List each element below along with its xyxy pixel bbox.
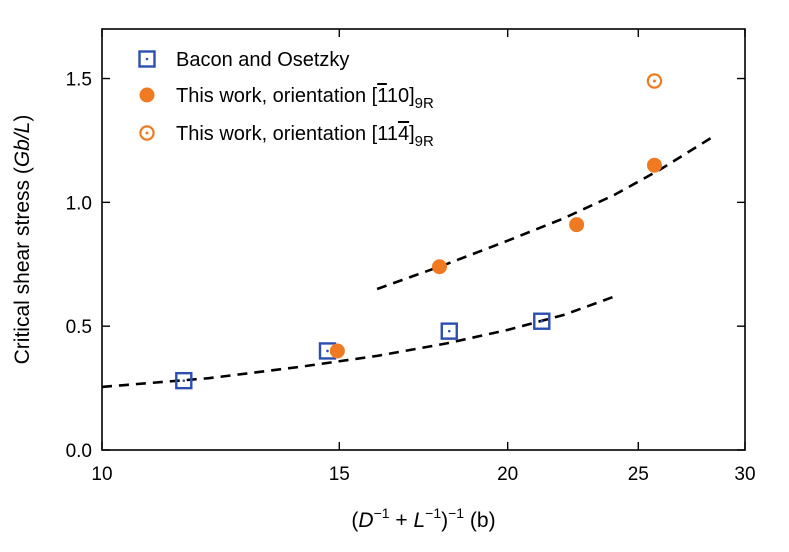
legend-label: This work, orientation [110]9R (176, 85, 434, 112)
data-points (175, 73, 663, 390)
y-tick-label: 0.5 (66, 317, 92, 338)
circle-marker (329, 343, 345, 359)
fit-curve (101, 295, 615, 389)
y-axis-label: Critical shear stress (Gb/L) (11, 115, 34, 365)
square-marker (175, 371, 193, 390)
marker-dot (145, 57, 149, 61)
fit-curves (101, 134, 716, 389)
data-point (329, 343, 345, 359)
data-point (431, 259, 447, 275)
circle-marker (139, 87, 155, 103)
y-tick-label: 1.0 (66, 193, 92, 214)
marker-dot (326, 349, 329, 353)
square-marker (533, 312, 551, 330)
data-point (440, 322, 458, 340)
x-tick-label: 15 (329, 464, 350, 485)
data-point (533, 312, 551, 330)
data-point (175, 371, 193, 390)
open-circle-marker (646, 73, 663, 89)
y-tick-label: 1.5 (66, 70, 92, 91)
legend-label: This work, orientation [114]9R (176, 123, 434, 150)
y-tick-label: 0.0 (66, 441, 92, 462)
x-tick-label: 25 (628, 464, 649, 485)
marker-dot (145, 131, 149, 135)
circle-marker (569, 217, 585, 233)
legend-entry: This work, orientation [110]9R (139, 85, 434, 112)
open-circle-marker (139, 125, 155, 141)
x-tick-label: 30 (734, 464, 755, 485)
circle-marker (646, 157, 662, 173)
marker-dot (652, 79, 656, 83)
marker-dot (447, 329, 451, 333)
data-point (569, 217, 585, 233)
marker-dot (182, 379, 186, 382)
plot-frame (101, 28, 746, 451)
circle-marker (431, 259, 447, 275)
x-tick-label: 20 (497, 464, 518, 485)
square-marker (440, 322, 458, 340)
fit-curve (376, 134, 716, 291)
marker-dot (540, 319, 544, 323)
data-point (646, 73, 663, 89)
axis-ticks: 10 15 20 25 30 0.0 0.5 1.0 1.5 (66, 29, 756, 485)
x-tick-label: 10 (91, 464, 112, 485)
x-axis-label: (D−1 + L−1)−1 (b) (351, 505, 495, 532)
legend-label: Bacon and Osetzky (176, 49, 349, 71)
legend-entry: Bacon and Osetzky (138, 49, 349, 71)
data-point (646, 157, 662, 173)
square-marker (138, 50, 156, 68)
legend-entry: This work, orientation [114]9R (139, 123, 434, 150)
